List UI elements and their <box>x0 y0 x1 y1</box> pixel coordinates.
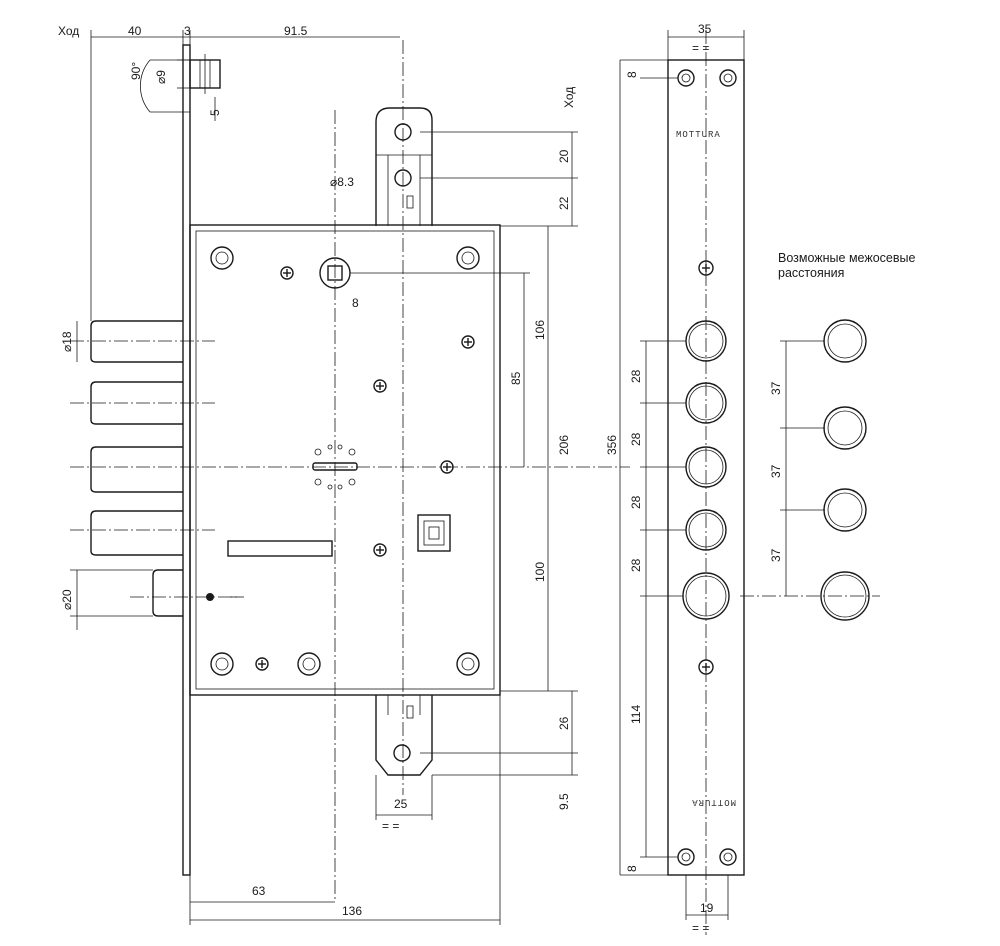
spacing-options <box>820 319 870 621</box>
dim-eq-bottom: = = <box>382 819 399 833</box>
mechanism-window <box>417 514 451 552</box>
dim-63: 63 <box>252 884 266 898</box>
hod-right-label: Ход <box>562 87 576 108</box>
dim-dia-8-3: ⌀8.3 <box>330 175 354 189</box>
dim-eq-front-bottom: = = <box>692 921 709 935</box>
brand-top: MOTTURA <box>676 130 721 140</box>
dim-40: 40 <box>128 24 142 38</box>
dim-8-top: 8 <box>625 71 639 78</box>
dim-37-a: 37 <box>769 381 783 395</box>
faceplate-side <box>182 44 191 876</box>
slot <box>227 540 333 557</box>
note-line-1: Возможные межосевые <box>778 251 916 265</box>
dim-136: 136 <box>342 904 362 918</box>
dim-114: 114 <box>629 705 643 724</box>
dim-25: 25 <box>394 797 408 811</box>
dim-5: 5 <box>208 109 222 116</box>
dim-8-bottom: 8 <box>625 865 639 872</box>
note-line-2: расстояния <box>778 266 844 280</box>
dim-dia-9: ⌀9 <box>154 70 168 84</box>
dim-22: 22 <box>557 196 571 210</box>
dim-91-5: 91.5 <box>284 24 308 38</box>
dim-eq-top: = = <box>692 41 709 55</box>
dim-dia-18: ⌀18 <box>60 331 74 352</box>
dim-9-5: 9.5 <box>557 793 571 810</box>
dim-28-a: 28 <box>629 369 643 383</box>
dim-356: 356 <box>605 435 619 455</box>
dim-100: 100 <box>533 562 547 582</box>
dim-37-b: 37 <box>769 464 783 478</box>
dim-3: 3 <box>184 24 191 38</box>
angle-90: 90° <box>129 62 143 80</box>
bottom-hole <box>393 744 411 762</box>
dim-19: 19 <box>700 901 714 915</box>
top-latch-plate <box>375 107 433 226</box>
dim-85: 85 <box>509 371 523 385</box>
dim-28-b: 28 <box>629 432 643 446</box>
dim-106: 106 <box>533 320 547 340</box>
lock-body-outer <box>189 224 501 696</box>
lock-body-inner <box>195 230 495 690</box>
dim-20: 20 <box>557 149 571 163</box>
brand-bottom: MOTTURA <box>691 797 736 807</box>
dim-37-c: 37 <box>769 548 783 562</box>
dim-26: 26 <box>557 716 571 730</box>
screw-icon <box>255 266 475 671</box>
dim-206: 206 <box>557 435 571 455</box>
bolts <box>70 320 240 617</box>
dim-35: 35 <box>698 22 712 36</box>
dim-28-c: 28 <box>629 495 643 509</box>
dim-dia-20: ⌀20 <box>60 589 74 610</box>
dim-square-8: 8 <box>352 296 359 310</box>
dim-28-d: 28 <box>629 558 643 572</box>
bottom-latch-plate <box>375 695 433 776</box>
hod-top-label: Ход <box>58 24 79 38</box>
